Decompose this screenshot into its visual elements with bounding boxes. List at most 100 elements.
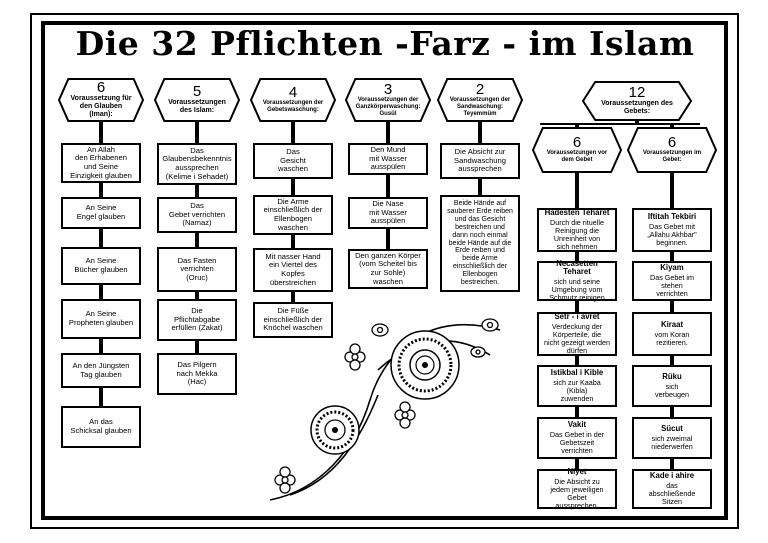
hexagon-heading: Voraussetzungen der Ganzkörperwaschung: …: [355, 96, 421, 117]
hexagon-heading: Voraussetzungen des Gebets:: [601, 100, 673, 115]
duty-text: vom Koran rezitieren.: [654, 329, 690, 348]
connector-line: [670, 356, 674, 365]
duty-box: An Allah den Erhabenen und Seine Einzigk…: [61, 143, 141, 183]
connector-line: [575, 252, 579, 261]
duty-text: Das Gebet verrichten (Namaz): [168, 201, 226, 228]
duty-text: sich und seine Umgebung vom Schmutz rein…: [549, 276, 605, 303]
outer-frame: [30, 13, 739, 529]
hexagon-number: 5: [192, 83, 202, 100]
hexagon-number: 4: [288, 84, 298, 101]
connector-line: [291, 292, 295, 302]
connector-line: [670, 301, 674, 312]
connector-line: [99, 339, 103, 353]
duty-text: Das Glaubensbekenntnis aussprechen (Keli…: [162, 145, 232, 181]
connector-line: [99, 388, 103, 406]
hexagon-heading: Voraussetzungen im Gebet:: [642, 150, 702, 163]
duty-box: Die Absicht zur Sandwaschung aussprechen: [440, 143, 520, 179]
duty-text: An den Jüngsten Tag glauben: [72, 360, 130, 379]
connector-line: [291, 235, 295, 248]
connector-line: [575, 123, 579, 129]
duty-box: Den ganzen Körper (vom Scheitel bis zur …: [348, 249, 428, 289]
duty-title: Kiyam: [660, 262, 684, 272]
duty-box: Den Mund mit Wasser ausspülen: [348, 143, 428, 175]
connector-line: [386, 229, 390, 249]
duty-text: sich verbeugen: [655, 381, 689, 400]
hexagon-number: 3: [383, 80, 393, 98]
small-flower-icon: [394, 401, 416, 429]
connector-line: [575, 356, 579, 365]
duty-box: Das Pilgern nach Mekka (Hac): [157, 353, 237, 395]
duty-text: Beide Hände auf sauberer Erde reiben und…: [447, 200, 513, 287]
connector-line: [540, 123, 700, 125]
hexagon-icon: [344, 78, 432, 122]
duty-text: Das Gesicht waschen: [278, 147, 308, 174]
duty-box: An das Schicksal glauben: [61, 406, 141, 448]
duty-title: Setr - i avret: [554, 311, 600, 321]
duty-text: Mit nasser Hand ein Viertel des Kopfes ü…: [265, 251, 321, 287]
connector-line: [195, 185, 199, 197]
duty-text: Durch die rituelle Reinigung die Unreinh…: [550, 217, 604, 252]
duty-title: Kade i ahire: [649, 470, 695, 480]
duty-text: Das Gebet im stehen verrichten: [650, 272, 694, 299]
connector-line: [195, 341, 199, 353]
small-flower-icon: [344, 343, 366, 371]
hexagon-number: 2: [475, 80, 485, 98]
duty-title: Iftitah Tekbiri: [647, 211, 697, 221]
duty-text: sich zweimal niederwerfen: [651, 433, 693, 452]
hexagon-number: 6: [667, 134, 677, 151]
duty-text: Verdeckung der Körperteile, die nicht ge…: [544, 321, 610, 356]
duty-text: Die Füße einschließlich der Knöchel wasc…: [263, 306, 323, 333]
duty-text: An Seine Engel glauben: [76, 203, 126, 221]
duty-box: An Seine Bücher glauben: [61, 247, 141, 285]
connector-line: [386, 122, 390, 143]
inner-frame: [41, 21, 728, 520]
duty-text: Die Arme einschließlich der Ellenbogen w…: [263, 196, 323, 232]
connector-line: [291, 122, 295, 143]
connector-line: [99, 229, 103, 247]
floral-ornament: [269, 318, 501, 501]
connector-line: [670, 252, 674, 261]
hexagon-number: 6: [572, 134, 582, 151]
hexagon-icon: [57, 78, 145, 122]
duty-box: Das Gesicht waschen: [253, 143, 333, 179]
hexagon-heading: Voraussetzungen der Gebetswaschung:: [262, 100, 324, 113]
duty-box: Mit nasser Hand ein Viertel des Kopfes ü…: [253, 248, 333, 292]
page-title: Die 32 Pflichten -Farz - im Islam: [75, 24, 695, 63]
connector-line: [386, 175, 390, 197]
duty-box: An den Jüngsten Tag glauben: [61, 353, 141, 388]
leaf-icon: [371, 318, 499, 358]
hexagon-number: 6: [96, 79, 106, 96]
hexagon-number: 12: [628, 84, 646, 101]
duty-title: Necasetten Teharet: [556, 258, 598, 276]
duty-text: An Seine Propheten glauben: [68, 309, 134, 327]
duty-text: Das Gebet in der Gebetszeit verrichten: [549, 429, 605, 456]
duty-title: Kiraat: [660, 319, 684, 329]
duty-text: Den Mund mit Wasser ausspülen: [369, 145, 407, 172]
duty-box: Das Gebet verrichten (Namaz): [157, 197, 237, 233]
duty-text: An Seine Bücher glauben: [74, 256, 128, 274]
duty-box: Beide Hände auf sauberer Erde reiben und…: [440, 195, 520, 292]
duty-text: Das Gebet mit „Allahu Akhbar" beginnen.: [647, 221, 697, 248]
duty-text: Die Nase mit Wasser ausspülen: [369, 199, 407, 226]
hexagon-icon: [531, 127, 623, 173]
duty-text: An Allah den Erhabenen und Seine Einzigk…: [70, 144, 132, 180]
duty-title: Vakit: [567, 419, 587, 429]
connector-line: [575, 407, 579, 417]
small-flower-icon: [274, 466, 296, 494]
duty-box: Die Arme einschließlich der Ellenbogen w…: [253, 195, 333, 235]
duty-text: Den ganzen Körper (vom Scheitel bis zur …: [355, 250, 421, 286]
duty-title: Sücut: [661, 423, 683, 433]
